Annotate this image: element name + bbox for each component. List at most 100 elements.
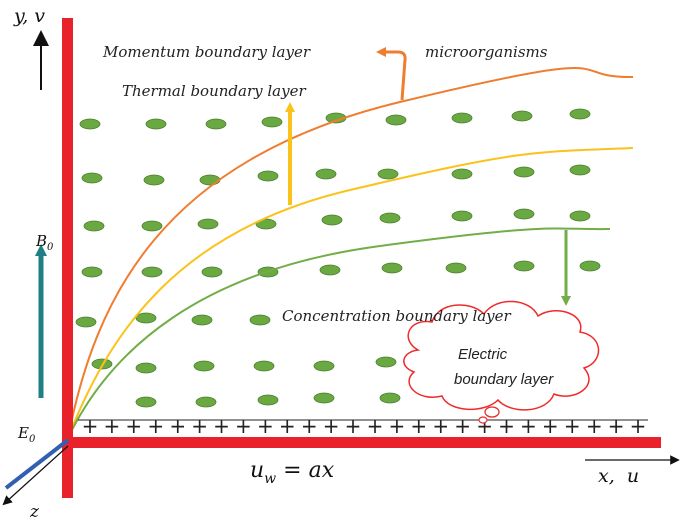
microorganism-dot — [253, 360, 275, 372]
microorganism-dot — [379, 212, 401, 224]
microorganism-dot — [511, 110, 533, 122]
charge-symbol: + — [345, 414, 362, 438]
thermal-boundary-curve — [67, 147, 634, 439]
z-axis-line — [4, 438, 70, 490]
microorganism-dot — [377, 168, 399, 180]
microorganism-dot — [379, 392, 401, 404]
momentum-boundary-curve — [67, 67, 634, 439]
electric-layer-label-line1: Electric — [458, 346, 508, 363]
microorganism-dot — [201, 266, 223, 278]
microorganism-dot — [83, 220, 105, 232]
microorganisms-label: microorganisms — [425, 43, 548, 61]
charge-symbol: + — [213, 414, 230, 438]
microorganism-dot — [81, 172, 103, 184]
x-axis-label: x, u — [598, 465, 639, 487]
microorganism-dot — [569, 210, 591, 222]
stretching-sheet — [62, 437, 661, 448]
charge-symbol: + — [586, 414, 603, 438]
microorganism-dot — [451, 168, 473, 180]
microorganism-dot — [199, 174, 221, 186]
microorganism-dot — [257, 394, 279, 406]
microorganism-dot — [569, 164, 591, 176]
microorganism-dot — [79, 118, 101, 130]
microorganism-dot — [385, 114, 407, 126]
magnetic-field-arrowhead — [35, 244, 47, 256]
charge-symbol: + — [191, 414, 208, 438]
charge-symbol: + — [454, 414, 471, 438]
y-axis-label: y, v — [13, 5, 45, 27]
charge-symbol: + — [608, 414, 625, 438]
microorganism-dot — [141, 220, 163, 232]
charge-symbol: + — [367, 414, 384, 438]
charge-symbol: + — [542, 414, 559, 438]
microorganism-dot — [513, 260, 535, 272]
microorganism-dot — [569, 108, 591, 120]
microorganism-dot — [81, 266, 103, 278]
microorganism-dot — [143, 174, 165, 186]
concentration-layer-label: Concentration boundary layer — [282, 307, 512, 325]
microorganism-dot — [513, 208, 535, 220]
charge-symbol: + — [432, 414, 449, 438]
microorganism-dots — [75, 108, 601, 408]
charge-symbol: + — [389, 414, 406, 438]
microorganism-dot — [319, 264, 341, 276]
microorganism-dot — [191, 314, 213, 326]
charge-symbol: + — [235, 414, 252, 438]
magnetic-field-label: B0 — [35, 232, 54, 253]
charge-symbol: + — [564, 414, 581, 438]
thermal-pointer-arrowhead — [285, 102, 295, 112]
concentration-boundary-curve — [67, 227, 611, 439]
z-axis-label: z — [29, 502, 40, 520]
vertical-wall — [62, 18, 73, 498]
microorganism-dot — [381, 262, 403, 274]
microorganism-dot — [451, 112, 473, 124]
concentration-pointer-arrowhead — [561, 296, 571, 306]
thermal-layer-label: Thermal boundary layer — [122, 82, 306, 100]
charge-symbol: + — [169, 414, 186, 438]
microorganism-dot — [321, 214, 343, 226]
cloud-tail-small — [478, 416, 488, 424]
microorganism-dot — [249, 314, 271, 326]
microorganism-dot — [313, 392, 335, 404]
momentum-pointer — [384, 50, 407, 101]
microorganism-dot — [451, 210, 473, 222]
electric-field-label: E0 — [17, 424, 36, 445]
charge-symbol: + — [301, 414, 318, 438]
charge-symbol: + — [125, 414, 142, 438]
charge-symbol: + — [630, 414, 647, 438]
microorganism-dot — [195, 396, 217, 408]
microorganism-dot — [135, 396, 157, 408]
momentum-pointer-arrowhead — [376, 47, 386, 57]
electric-layer-cloud — [403, 300, 600, 411]
microorganism-dot — [375, 356, 397, 368]
electric-layer-label-line2: boundary layer — [454, 371, 554, 388]
microorganism-dot — [313, 360, 335, 372]
charge-symbol: + — [520, 414, 537, 438]
charge-symbol: + — [410, 414, 427, 438]
charge-symbol: + — [498, 414, 515, 438]
charge-symbol: + — [257, 414, 274, 438]
charge-symbol: + — [82, 414, 99, 438]
microorganism-dot — [75, 316, 97, 328]
microorganism-dot — [513, 166, 535, 178]
charge-symbol: + — [323, 414, 340, 438]
microorganism-dot — [197, 218, 219, 230]
cloud-tail-large — [484, 406, 500, 418]
microorganism-dot — [145, 118, 167, 130]
microorganism-dot — [255, 218, 277, 230]
microorganism-dot — [91, 358, 113, 370]
microorganism-dot — [141, 266, 163, 278]
microorganism-dot — [205, 118, 227, 130]
surface-charge-row: ++++++++++++++++++++++++++ — [78, 414, 648, 438]
charge-symbol: + — [104, 414, 121, 438]
charge-symbol: + — [279, 414, 296, 438]
microorganism-dot — [257, 170, 279, 182]
microorganism-dot — [135, 312, 157, 324]
microorganism-dot — [135, 362, 157, 374]
charge-symbol: + — [147, 414, 164, 438]
z-axis-arrow — [2, 445, 69, 506]
microorganism-dot — [193, 360, 215, 372]
momentum-layer-label: Momentum boundary layer — [102, 43, 311, 61]
microorganism-dot — [579, 260, 601, 272]
